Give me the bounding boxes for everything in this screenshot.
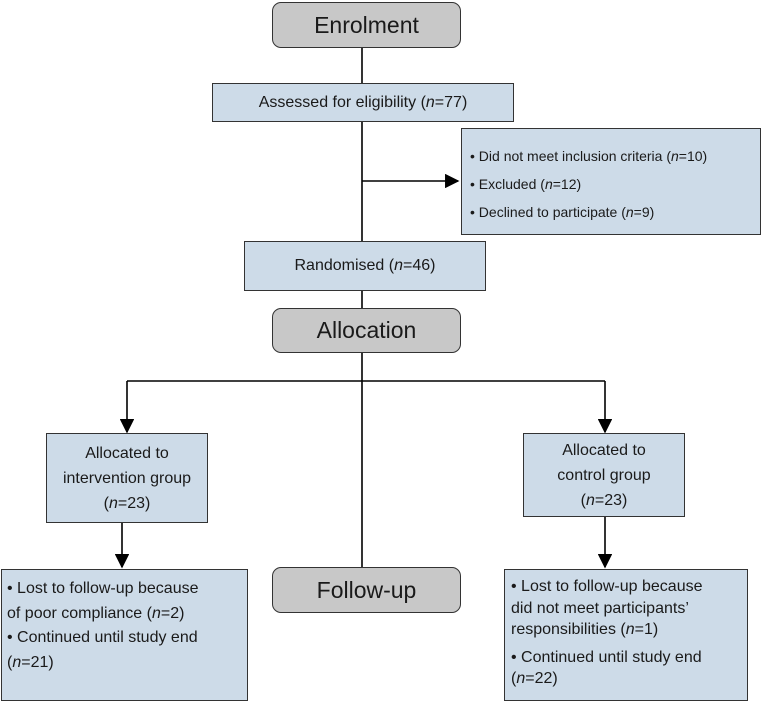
excluded-item: • Excluded (n=12) (470, 176, 582, 192)
stage-enrolment-label: Enrolment (314, 11, 419, 38)
assessed-box: Assessed for eligibility (n=77) (212, 83, 514, 122)
control-allocation-box: Allocated to control group (n=23) (523, 433, 685, 517)
alloc-line: Allocated to (85, 444, 169, 462)
randomised-text: Randomised (n=46) (294, 257, 436, 274)
followup-line: responsibilities (n=1) (511, 621, 659, 638)
followup-line: did not meet participants’ (511, 599, 689, 617)
excluded-box: • Did not meet inclusion criteria (n=10)… (461, 128, 761, 235)
stage-enrolment: Enrolment (272, 2, 461, 48)
assessed-text: Assessed for eligibility (n=77) (258, 93, 468, 111)
alloc-line: Allocated to (562, 441, 646, 459)
followup-line: • Continued until study end (7, 629, 198, 646)
intervention-allocation-box: Allocated to intervention group (n=23) (46, 433, 208, 523)
followup-line: • Lost to follow-up because (7, 580, 199, 597)
control-followup-box: • Lost to follow-up because did not meet… (504, 569, 748, 701)
stage-followup-label: Follow-up (316, 576, 417, 603)
followup-line: • Continued until study end (511, 648, 702, 666)
excluded-item: • Declined to participate (n=9) (470, 204, 655, 220)
excluded-item: • Did not meet inclusion criteria (n=10) (470, 148, 708, 164)
intervention-followup-box: • Lost to follow-up because of poor comp… (1, 569, 248, 701)
stage-allocation: Allocation (272, 308, 461, 353)
alloc-count: (n=23) (580, 491, 628, 509)
alloc-line: intervention group (62, 469, 192, 487)
followup-line: • Lost to follow-up because (511, 578, 703, 595)
randomised-box: Randomised (n=46) (244, 241, 486, 291)
followup-line: of poor compliance (n=2) (7, 604, 185, 622)
followup-line: (n=21) (7, 653, 54, 671)
followup-line: (n=22) (511, 670, 558, 687)
alloc-line: control group (557, 466, 651, 484)
stage-followup: Follow-up (272, 567, 461, 613)
stage-allocation-label: Allocation (316, 317, 417, 343)
alloc-count: (n=23) (103, 494, 151, 512)
